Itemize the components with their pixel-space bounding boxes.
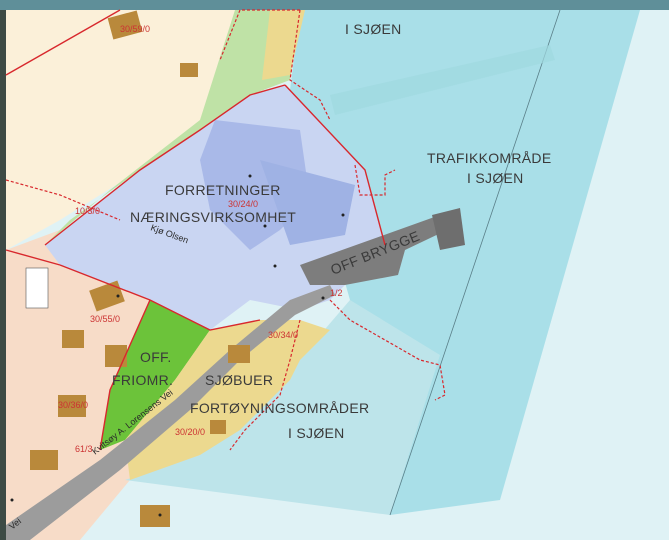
pier-head [432, 208, 465, 250]
plot-number: 30/55/0 [90, 314, 120, 324]
sea-strip [330, 45, 555, 115]
yellow-strip [262, 10, 305, 80]
label-naering: NÆRINGSVIRKSOMHET [130, 209, 296, 225]
label-friomr: FRIOMR. [112, 372, 173, 388]
plot-number: 30/20/0 [175, 427, 205, 437]
label-forretninger: FORRETNINGER [165, 182, 281, 198]
label-traffic-1: TRAFIKKOMRÅDE [427, 150, 551, 166]
plot-number: 30/24/0 [228, 199, 258, 209]
outbuilding [25, 267, 49, 309]
label-i-sjoen-top: I SJØEN [345, 21, 402, 37]
main-road[interactable] [6, 285, 335, 540]
label-off: OFF. [140, 349, 172, 365]
dashed-borders [5, 9, 446, 451]
pier[interactable] [300, 215, 447, 285]
plot-number: 10/3/0 [75, 206, 100, 216]
left-edge [0, 10, 6, 540]
zone-borders [5, 9, 386, 451]
label-fortoyning-2: I SJØEN [288, 425, 345, 441]
label-traffic-2: I SJØEN [467, 170, 524, 186]
label-fortoyning-1: FORTØYNINGSOMRÅDER [190, 400, 369, 416]
plot-number: 30/36/0 [58, 400, 88, 410]
plot-number: 30/59/0 [120, 24, 150, 34]
plot-number: 61/3 [75, 444, 93, 454]
residential-buildings [30, 10, 250, 527]
plot-number: 30/34/0 [268, 330, 298, 340]
green-stripe [45, 10, 300, 245]
boathouse-zone [125, 320, 330, 480]
zone-line [389, 9, 561, 516]
business-building-2 [260, 160, 355, 245]
label-sjobuer: SJØBUER [205, 372, 273, 388]
mooring-zone [125, 300, 440, 515]
survey-points [10, 174, 345, 517]
plot-number: 1/2 [330, 288, 343, 298]
park-zone [100, 300, 210, 450]
